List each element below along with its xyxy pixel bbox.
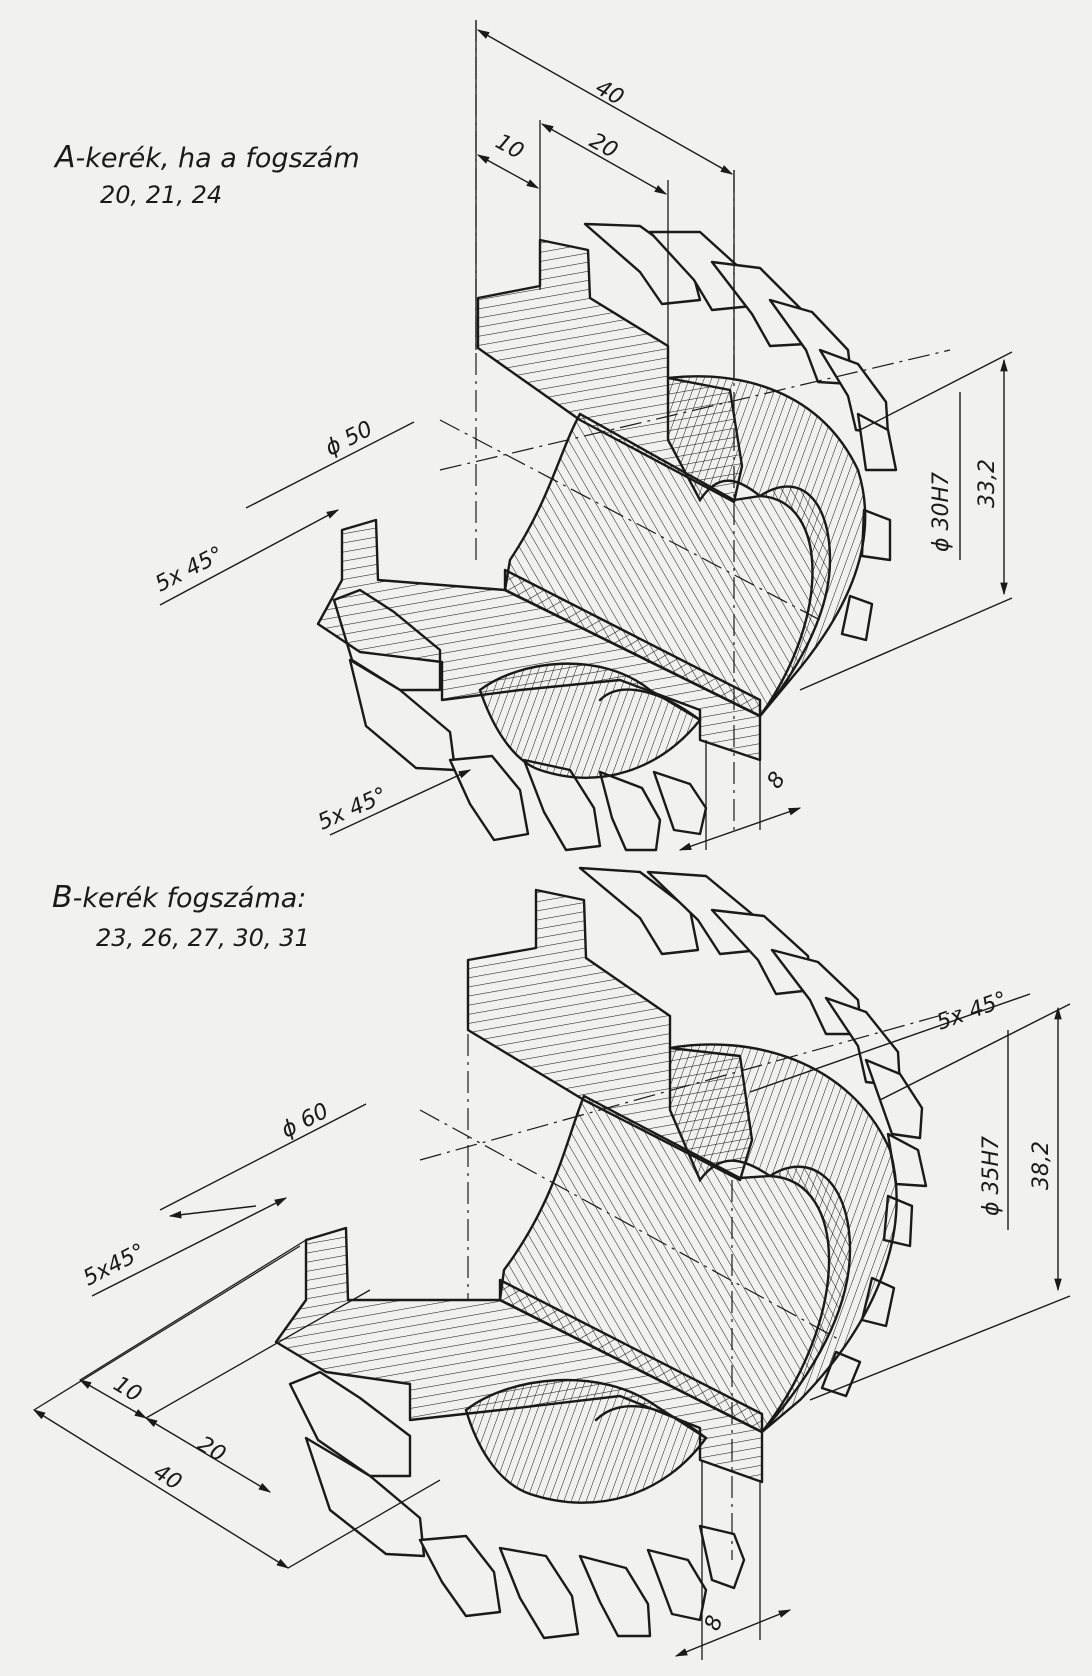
gear-b-lower-face xyxy=(464,1378,708,1504)
gear-b-end-face xyxy=(668,1043,898,1433)
gear-b-dim-keyway-depth: 38,2 xyxy=(1029,1141,1054,1190)
gear-a-teeth-counts: 20, 21, 24 xyxy=(100,181,222,209)
svg-text:A-kerék, ha a fogszám: A-kerék, ha a fogszám xyxy=(53,140,360,175)
gear-b xyxy=(274,866,961,1640)
gear-b-teeth xyxy=(288,866,928,1640)
gear-a xyxy=(316,20,951,852)
gear-b-dim-chamfer-face: 5x 45° xyxy=(934,987,1011,1035)
gear-a-dimensions xyxy=(159,20,1013,851)
gear-a-dim-length-offset: 10 xyxy=(491,129,528,164)
gear-b-dim-length-hub: 20 xyxy=(193,1432,230,1468)
gear-b-dim-bore: ϕ 35H7 xyxy=(979,1136,1004,1216)
gear-b-dimensions xyxy=(32,993,1071,1660)
gear-b-title-text: -kerék fogszáma: xyxy=(73,883,307,914)
gear-b-dim-keyway-width: 8 xyxy=(700,1612,728,1634)
gear-a-end-face xyxy=(666,375,867,717)
gear-a-dim-bore: ϕ 30H7 xyxy=(929,472,954,552)
gear-b-teeth-counts: 23, 26, 27, 30, 31 xyxy=(96,924,310,952)
gear-a-dim-chamfer-face: 5x 45° xyxy=(314,783,391,836)
gear-a-dim-keyway-width: 8 xyxy=(762,768,791,794)
gear-a-title-text: -kerék, ha a fogszám xyxy=(76,143,360,174)
gear-a-dim-keyway-depth: 33,2 xyxy=(975,459,1000,508)
gear-a-dim-length-total: 40 xyxy=(591,75,628,110)
svg-text:B-kerék fogszáma:: B-kerék fogszáma: xyxy=(52,880,306,915)
gear-b-dim-length-offset: 10 xyxy=(109,1372,146,1408)
gear-a-title-letter: A xyxy=(53,140,76,175)
gear-b-dim-length-total: 40 xyxy=(149,1460,186,1496)
gear-b-dim-diameter-hub: ϕ 60 xyxy=(277,1099,332,1144)
gear-b-title-letter: B xyxy=(52,880,73,915)
gear-b-keyway xyxy=(498,1278,764,1434)
gear-a-dim-length-hub: 20 xyxy=(585,128,622,163)
gear-b-dim-chamfer-hub: 5x45° xyxy=(79,1239,149,1291)
